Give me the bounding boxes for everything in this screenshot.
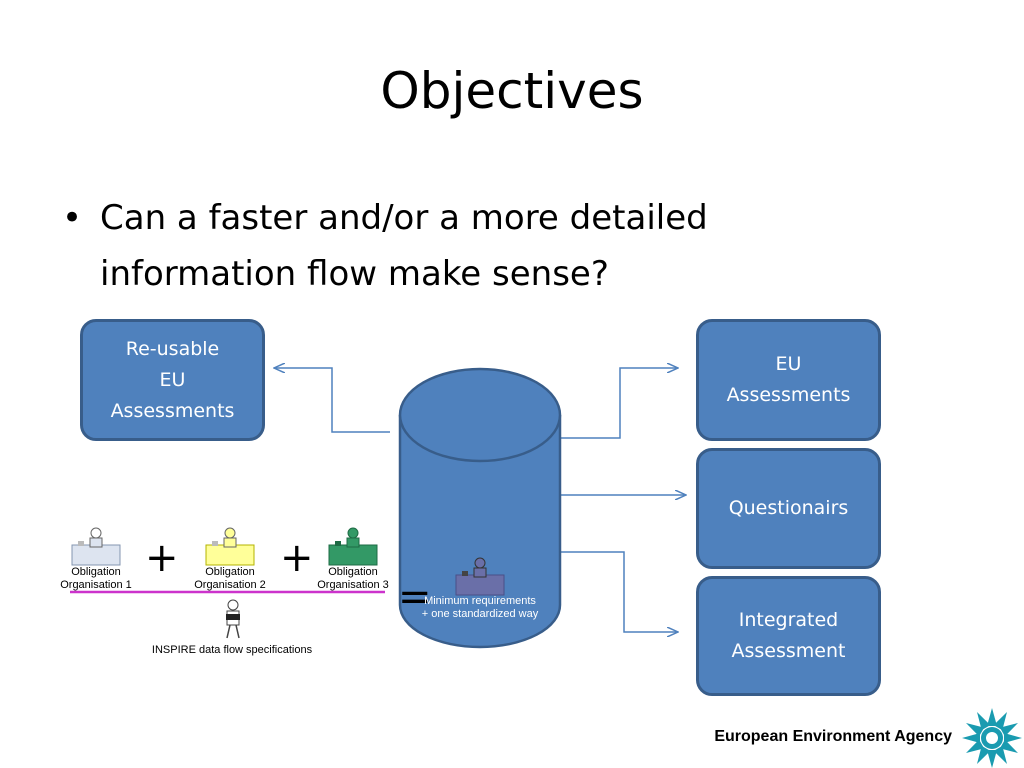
integrated-line-1: Integrated (738, 609, 839, 631)
eu-assessments-box: EU Assessments (696, 319, 881, 441)
bullet-text: Can a faster and/or a more detailed info… (100, 198, 708, 294)
arrow-to-eu-assessments (560, 368, 678, 439)
eu-assessments-line-1: EU (775, 353, 802, 375)
eea-agency-name: European Environment Agency (714, 728, 952, 745)
slide-title: Objectives (380, 62, 644, 120)
questionairs-label: Questionairs (728, 497, 849, 519)
organisation-1-label: Obligation Organisation 1 (60, 566, 132, 591)
organisation-2-icon (205, 527, 255, 566)
reusable-line-1: Re-usable (125, 337, 220, 360)
integrated-assessment-box: Integrated Assessment (696, 576, 881, 696)
plus-sign-1: + (145, 535, 179, 581)
cylinder-person-icon (455, 557, 505, 596)
reusable-line-3: Assessments (110, 399, 235, 422)
organisation-3-icon (328, 527, 378, 566)
eea-logo-icon (962, 708, 1022, 768)
questionairs-box: Questionairs (696, 448, 881, 569)
equals-sign: = (398, 574, 432, 620)
reusable-eu-assessments-box: Re-usable EU Assessments (80, 319, 265, 441)
cylinder-text: Minimum requirements + one standardized … (421, 595, 539, 620)
integrated-line-2: Assessment (731, 640, 846, 662)
plus-sign-2: + (280, 535, 314, 581)
organisation-1-icon (71, 527, 121, 566)
database-cylinder (398, 367, 562, 649)
inspire-person-icon (226, 599, 240, 639)
organisation-3-label: Obligation Organisation 3 (317, 566, 389, 591)
organisation-2-label: Obligation Organisation 2 (194, 566, 266, 591)
arrow-to-reusable (274, 368, 390, 433)
inspire-label: INSPIRE data flow specifications (151, 644, 313, 656)
eu-assessments-line-2: Assessments (726, 384, 851, 406)
arrow-to-integrated (560, 551, 678, 632)
reusable-line-2: EU (159, 368, 186, 391)
bullet-dot-icon: • (62, 198, 83, 238)
